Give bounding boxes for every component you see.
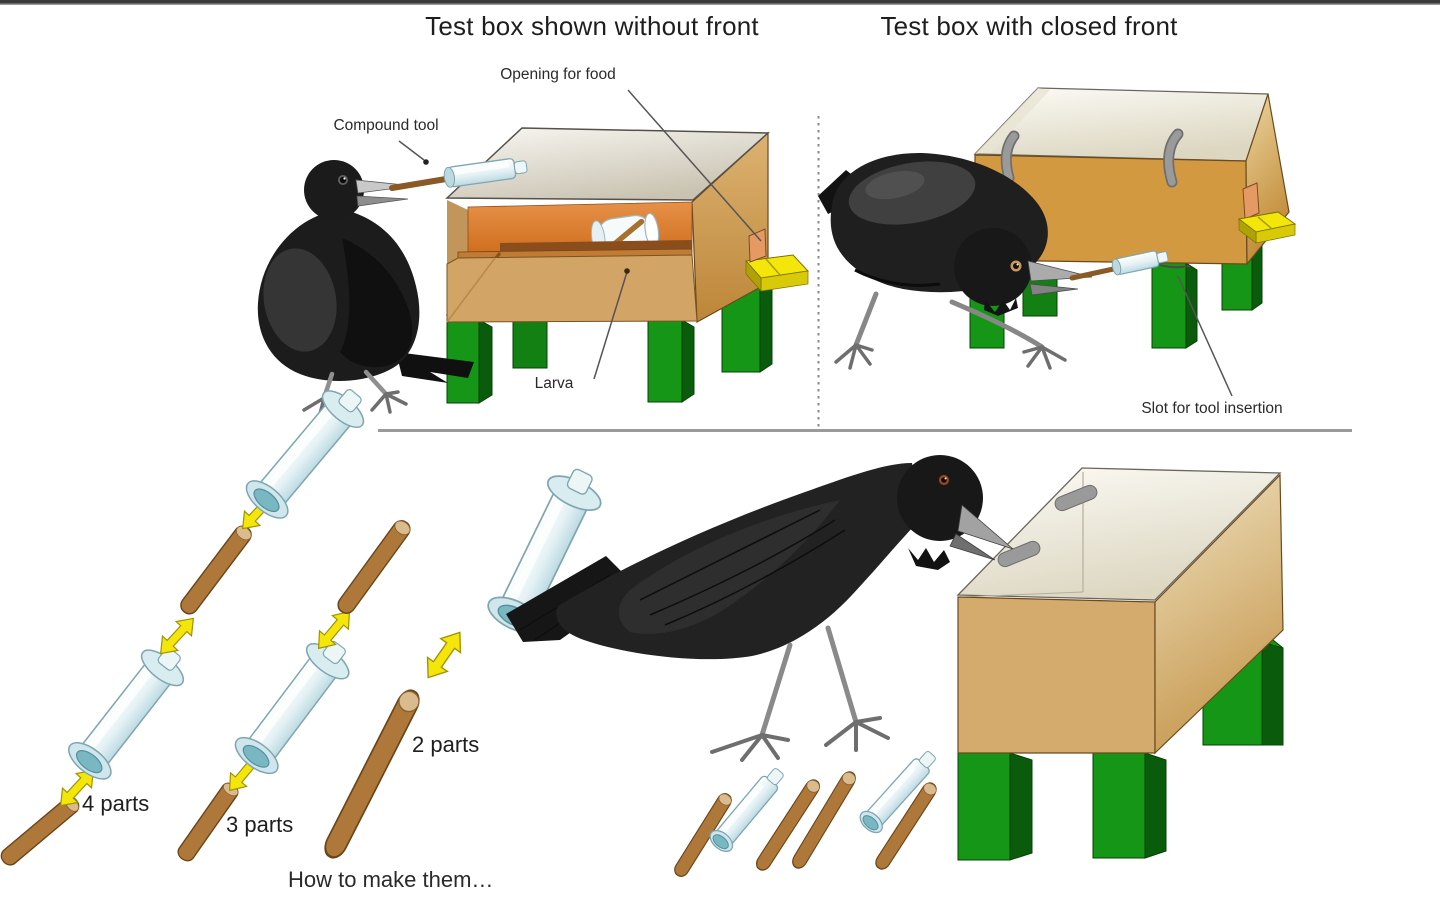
crow-wing [340, 238, 413, 368]
food-opening [1242, 182, 1260, 220]
crow-beak [355, 179, 415, 194]
crow-legs [759, 625, 859, 738]
crow-head [954, 228, 1032, 306]
three-parts-label: 3 parts [226, 812, 294, 837]
stick-part [0, 793, 83, 869]
crow-inserting-tool [818, 152, 1169, 370]
slot-leader-line [1177, 275, 1233, 397]
compound-tool [1069, 250, 1169, 281]
crow-beak [957, 504, 1014, 550]
stick-part [176, 522, 256, 618]
box-open-top-interior [973, 87, 1269, 162]
box-inner-left-wall [447, 200, 468, 268]
stick-part [319, 685, 425, 863]
box-open-top-interior [956, 467, 1282, 601]
crow-feet [302, 390, 408, 416]
crow-feet [834, 343, 1067, 370]
crow-tail [396, 352, 474, 383]
tool-assembly-2-parts [319, 458, 612, 863]
box-glass-top [445, 127, 770, 201]
stick-part [334, 516, 414, 618]
box-front-face [957, 596, 1156, 754]
tube-part [228, 629, 361, 781]
opening-for-food-label: Opening for food [500, 66, 616, 83]
tool-assembly-4-parts [0, 376, 376, 869]
crow-wing [618, 500, 840, 634]
connect-arrow [417, 624, 471, 686]
crow-feet [710, 716, 890, 762]
left-panel-title: Test box shown without front [425, 11, 759, 41]
test-box-open-front [445, 127, 810, 404]
food-opening [748, 228, 767, 263]
food-tray [1237, 211, 1297, 244]
crow-observing-parts [506, 455, 1014, 762]
crow-legs [853, 291, 1045, 350]
scattered-tool-parts [671, 744, 943, 880]
top-accent-bar [0, 0, 1440, 5]
tool-peg [997, 484, 1098, 568]
crow-with-compound-tool [257, 158, 528, 416]
crow-head [304, 160, 364, 220]
larva-label: Larva [534, 375, 574, 392]
stick-part [789, 768, 859, 872]
four-parts-label: 4 parts [82, 791, 150, 816]
right-panel-title: Test box with closed front [880, 11, 1178, 41]
annotation-leaders-left [398, 89, 762, 380]
tube-part [239, 376, 376, 526]
slot-for-tool-insertion-label: Slot for tool insertion [1141, 400, 1283, 417]
food-tray [745, 254, 810, 292]
tube-part [61, 635, 196, 787]
compound-tool [389, 158, 528, 191]
compound-tool-label: Compound tool [333, 117, 439, 134]
two-parts-label: 2 parts [412, 732, 480, 757]
parts-box [956, 467, 1284, 861]
box-front-apron [446, 254, 698, 323]
tool-peg [1000, 128, 1184, 188]
test-box-closed-front [969, 87, 1297, 349]
how-to-make-them-caption: How to make them… [288, 867, 494, 892]
box-right-face [1154, 473, 1284, 755]
